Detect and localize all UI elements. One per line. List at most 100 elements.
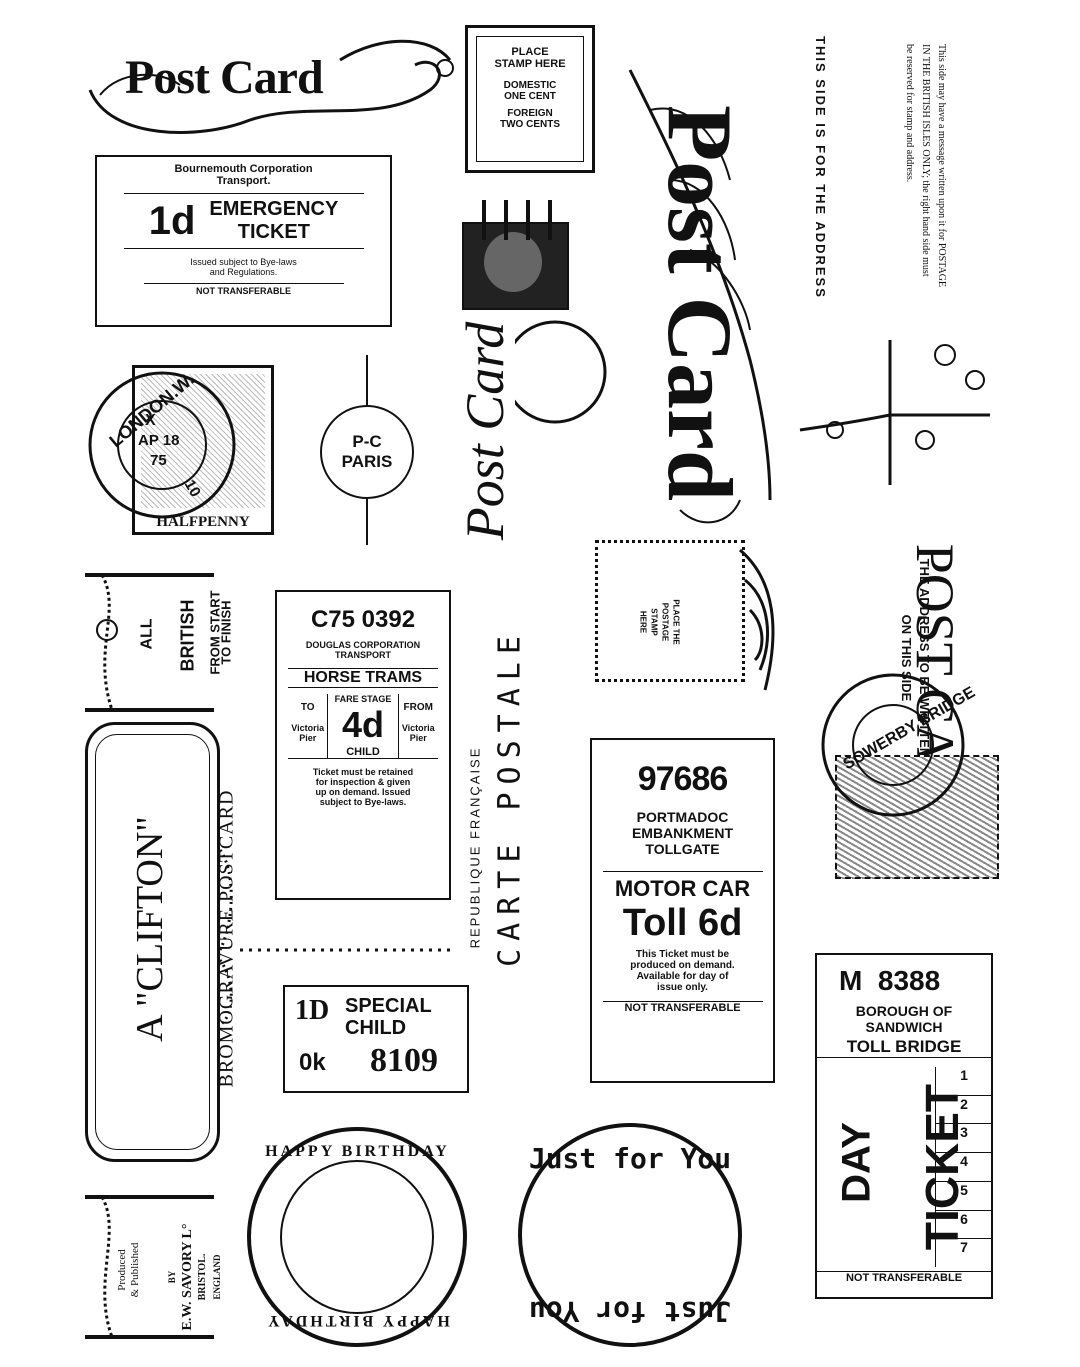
trams-note3: up on demand. Issued (315, 787, 411, 797)
paris-line-top (366, 355, 368, 405)
address-side-text: THIS SIDE IS FOR THE ADDRESS (813, 36, 828, 299)
ornate-stamp-frame (595, 540, 745, 682)
savory-label: E.W. SAVORY L° (180, 1223, 195, 1331)
sandwich-num-3: 3 (936, 1124, 992, 1154)
paris-line-bottom (366, 499, 368, 545)
eagle-wing-icon (739, 548, 775, 691)
flourish-ornament (88, 39, 454, 134)
portmadoc-note3: Available for day of (636, 971, 729, 982)
paris-label: PARIS (341, 452, 393, 471)
child-label: CHILD (346, 746, 380, 758)
sandwich-not-transferable: NOT TRANSFERABLE (817, 1271, 991, 1284)
horse-trams-ticket: C75 0392 DOUGLAS CORPORATION TRANSPORT H… (275, 590, 451, 900)
birthday-circle-icon (247, 1127, 467, 1347)
england-label: ENGLAND (212, 1254, 222, 1300)
dotted-connector-ornament (220, 849, 455, 1027)
postmark-date: AP 18 (138, 432, 180, 449)
carte-postale-stamp: REPUBLIQUE FRANÇAISE CARTE POSTALE (468, 580, 560, 1020)
domestic-label: DOMESTIC (503, 80, 557, 91)
right-place: Victoria Pier (401, 723, 435, 743)
sowerby-postmark-stamp: SOWERBY BRIDGE (815, 660, 1005, 900)
birthday-top-text: HAPPY BIRTHDAY (265, 1143, 450, 1160)
sandwich-ticket: M 8388 BOROUGH OF SANDWICH TOLL BRIDGE D… (815, 953, 993, 1299)
rope-frame-bottom-ornament (85, 1195, 214, 1339)
all-label: ALL (138, 618, 156, 650)
sandwich-number-column: 1 2 3 4 5 6 7 (935, 1067, 992, 1267)
place-the-label: PLACE THE (671, 599, 681, 645)
pc-paris-stamp: P-C PARIS (315, 355, 420, 545)
trams-note4: subject to Bye-laws. (319, 797, 407, 807)
trams-note1: Ticket must be retained (312, 767, 414, 777)
toll-bridge-label: TOLL BRIDGE (817, 1037, 991, 1058)
portmadoc-number: 97686 (637, 760, 729, 798)
horse-trams-number: C75 0392 (310, 606, 416, 633)
halfpenny-label: HALFPENNY (156, 514, 250, 530)
horse-trams-title: HORSE TRAMS (288, 668, 438, 688)
postcard-title-stamp: Post Card (80, 30, 460, 140)
special-label: SPECIAL (345, 995, 432, 1017)
sandwich-num-7: 7 (960, 1239, 968, 1256)
special-child-fare: 1D (295, 995, 330, 1026)
portmadoc-note4: issue only. (657, 982, 708, 993)
ivy-corner-ornament (799, 340, 990, 485)
to-finish-label: TO FINISH (218, 600, 234, 665)
two-cents-label: TWO CENTS (500, 119, 560, 130)
round-postmark-icon (515, 320, 607, 424)
bournemouth-header: Bournemouth Corporation (174, 163, 313, 175)
just-for-you-circle-icon (518, 1123, 742, 1347)
sowerby-stamp (835, 755, 999, 879)
happy-birthday-stamp: HAPPY BIRTHDAY HAPPY BIRTHDAY (245, 1125, 470, 1350)
all-british-stamp: ALL BRITISH FROM START TO FINISH (82, 570, 234, 715)
just-for-you-bottom: Just for You (528, 1295, 732, 1328)
address-side-column: THIS SIDE IS FOR THE ADDRESS (808, 36, 834, 305)
fare-stage-label: FARE STAGE (334, 694, 392, 704)
clifton-title: A "CLIFTON" (129, 816, 171, 1042)
just-for-you-top: Just for You (528, 1142, 732, 1175)
bournemouth-fare: 1d (148, 198, 196, 243)
tollgate-label: TOLLGATE (645, 841, 720, 857)
sandwich-label: SANDWICH (865, 1019, 943, 1035)
republique-text: REPUBLIQUE FRANÇAISE (467, 746, 483, 949)
london-postmark-stamp: HALFPENNY LONDON.W. X AP 18 75 10 (80, 360, 280, 540)
portmadoc-note1: This Ticket must be (635, 949, 730, 960)
sandwich-num-1: 1 (936, 1067, 992, 1096)
toll-label: Toll 6d (622, 902, 743, 944)
portmadoc-ticket: 97686 PORTMADOC EMBANKMENT TOLLGATE MOTO… (590, 738, 775, 1083)
postmark-circle-icon (88, 371, 236, 519)
borough-label: BOROUGH OF (855, 1003, 953, 1019)
carte-postale-text: CARTE POSTALE (492, 628, 528, 967)
embankment-label: EMBANKMENT (631, 825, 734, 841)
special-child-ticket: 1D SPECIAL CHILD 0k 8109 (283, 985, 469, 1093)
place-postage-text: PLACE THE POSTAGE STAMP HERE (638, 599, 682, 644)
horse-trams-fare: 4d (341, 704, 384, 745)
just-for-you-stamp: Just for You Just for You (515, 1120, 745, 1350)
postage-label: POSTAGE (660, 602, 670, 642)
portmadoc-label: PORTMADOC (636, 809, 729, 825)
stamp-here-label: STAMP HERE (494, 58, 566, 70)
one-cent-label: ONE CENT (504, 91, 556, 102)
by-label: BY (167, 1270, 177, 1284)
stamp-label: STAMP (649, 608, 659, 636)
portmadoc-not-transferable: NOT TRANSFERABLE (602, 1001, 763, 1014)
produced-label: Produced (116, 1249, 128, 1291)
script-postcard-stamp: Post Card (440, 310, 530, 550)
sandwich-number: M 8388 (839, 965, 941, 996)
douglas-label: DOUGLAS CORPORATION (305, 640, 421, 650)
rope-frame-ornament (85, 573, 214, 712)
ticket-label: TICKET (237, 221, 310, 243)
issued-line2: and Regulations. (209, 267, 278, 277)
birthday-bottom-text: HAPPY BIRTHDAY (265, 1312, 450, 1329)
british-label: BRITISH (177, 599, 198, 672)
script-postcard-text: Post Card (455, 321, 515, 541)
bournemouth-transport: Transport. (216, 175, 271, 187)
from-label: FROM (403, 702, 433, 713)
left-place: Victoria Pier (291, 723, 325, 743)
produced-text: Produced & Published (116, 1205, 142, 1335)
halfpenny-stamp: HALFPENNY (132, 365, 274, 535)
bournemouth-ticket: Bournemouth Corporation Transport. 1d EM… (95, 155, 392, 327)
sowerby-circle-icon (821, 673, 965, 817)
postcard-title: Post Card (125, 51, 324, 104)
to-label: TO (300, 702, 315, 713)
place-stamp-box: PLACE STAMP HERE DOMESTIC ONE CENT FOREI… (465, 25, 595, 173)
day-label: DAY (834, 1122, 879, 1203)
